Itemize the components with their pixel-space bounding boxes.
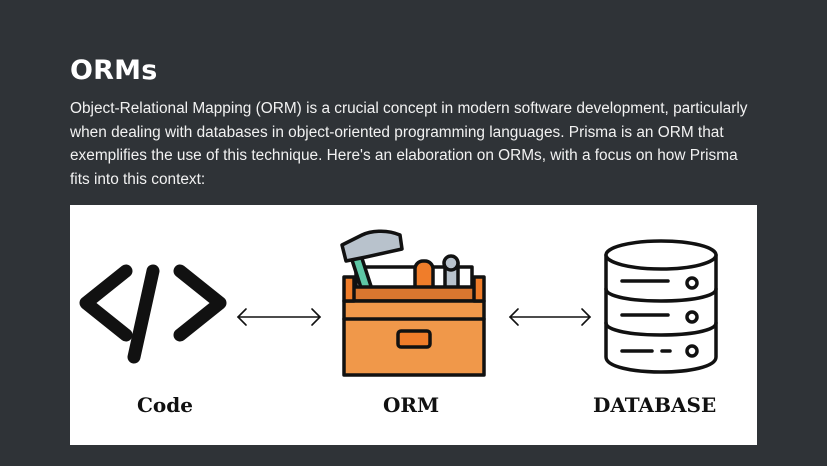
code-brackets-icon	[79, 264, 227, 364]
section-paragraph: Object-Relational Mapping (ORM) is a cru…	[70, 100, 748, 188]
database-label: DATABASE	[593, 393, 717, 417]
code-label: Code	[137, 393, 193, 417]
toolbox-icon	[340, 229, 486, 377]
double-arrow-icon	[508, 308, 592, 326]
section-heading: ORMs	[70, 55, 158, 86]
orm-label: ORM	[383, 393, 440, 417]
database-icon	[604, 239, 718, 374]
orm-diagram: Code ORM DATABASE	[70, 205, 757, 445]
double-arrow-icon	[236, 308, 322, 326]
